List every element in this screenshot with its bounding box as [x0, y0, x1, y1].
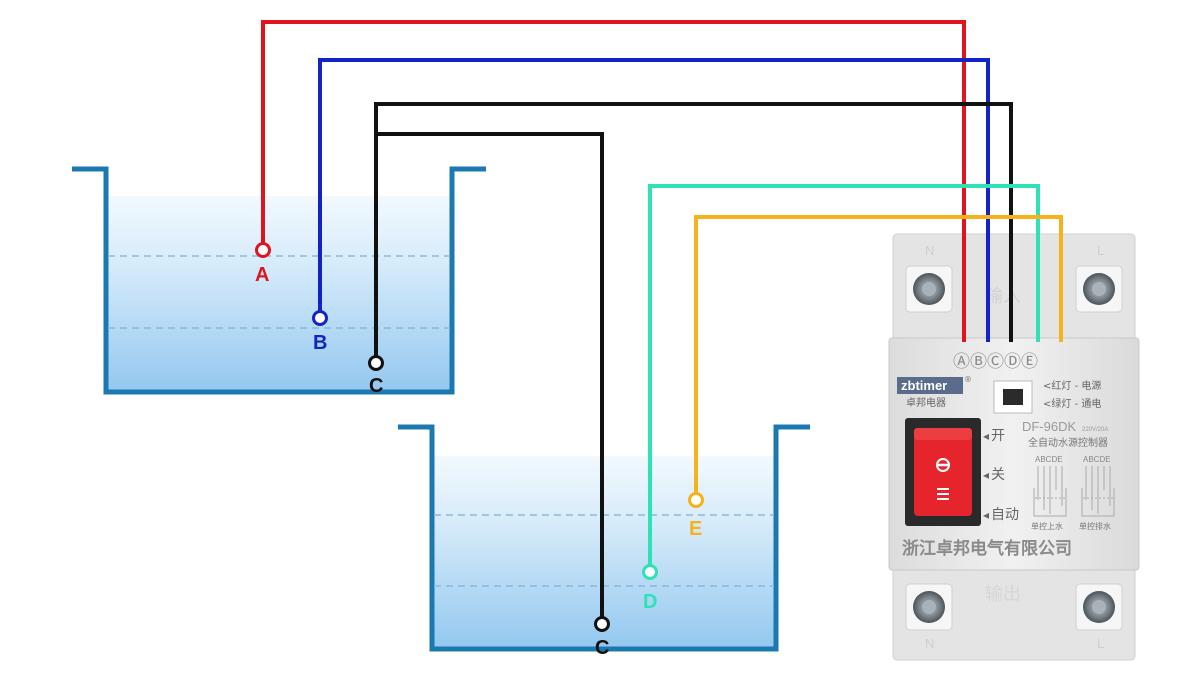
probe-c-upper-tip — [368, 355, 384, 371]
switch-label-on-arrow: ◂ — [983, 429, 989, 443]
switch-symbol-off — [936, 458, 950, 472]
controller-device: N L 输入 输出 N L ⒶⒷⒸⒹⒺ zbtim — [888, 233, 1140, 661]
rocker-switch[interactable] — [905, 418, 981, 526]
probe-b-label: B — [313, 332, 327, 354]
wire-d — [648, 184, 1040, 566]
probe-c-lower: C — [594, 616, 610, 659]
model-number: DF-96DK — [1022, 419, 1077, 434]
screw-bottom-right — [1075, 583, 1123, 631]
mode-fill-label: 单控上水 — [1031, 521, 1063, 531]
bottom-left-mark: N — [925, 636, 934, 651]
wire-c — [374, 102, 1013, 357]
wiring-diagram-fill — [1033, 466, 1067, 517]
brand-logo-box — [897, 377, 963, 394]
switch-label-auto: 自动 — [991, 507, 1019, 523]
probe-a-label: A — [255, 264, 269, 286]
brand-registered-mark: ® — [964, 375, 972, 384]
wiring-letters-left: ABCDE — [1035, 455, 1063, 464]
wiring-diagram-drain — [1081, 466, 1115, 517]
probe-e: E — [688, 492, 704, 540]
probe-a-tip — [255, 242, 271, 258]
indicator-led — [1003, 389, 1023, 405]
wires — [261, 20, 1063, 618]
screw-top-right — [1075, 265, 1123, 313]
mode-drain-label: 单控排水 — [1079, 521, 1111, 531]
wire-c-branch — [376, 132, 604, 618]
probe-c-upper: C — [368, 355, 384, 397]
probe-b-tip — [312, 310, 328, 326]
model-rating: 220V/20A — [1082, 427, 1108, 433]
lower-tank-wall — [398, 424, 810, 652]
switch-label-auto-arrow: ◂ — [983, 508, 989, 522]
bottom-right-mark: L — [1097, 636, 1104, 651]
probe-d: D — [642, 564, 658, 613]
brand-chinese: 卓邦电器 — [906, 396, 946, 409]
top-left-mark: N — [925, 243, 934, 258]
wire-b — [318, 58, 990, 342]
output-label: 输出 — [985, 584, 1021, 605]
probe-c-upper-label: C — [369, 375, 383, 397]
switch-label-on: 开 — [991, 428, 1005, 444]
screw-top-left — [905, 265, 953, 313]
upper-tank-water — [106, 196, 452, 392]
indicator-red-text: <红灯 - 电源 — [1043, 379, 1101, 392]
top-right-mark: L — [1097, 243, 1104, 258]
wire-e — [694, 215, 1063, 494]
wiring-letters-right: ABCDE — [1083, 455, 1111, 464]
probe-a: A — [255, 242, 271, 286]
probe-e-label: E — [689, 518, 702, 540]
probe-c-lower-label: C — [595, 637, 609, 659]
upper-tank — [72, 166, 486, 395]
input-label: 输入 — [985, 286, 1021, 307]
upper-tank-wall — [72, 166, 486, 395]
switch-label-off-arrow: ◂ — [983, 468, 989, 482]
screw-bottom-left — [905, 583, 953, 631]
wire-a — [261, 20, 966, 342]
indicator-green-text: <绿灯 - 通电 — [1043, 397, 1101, 410]
probe-e-tip — [688, 492, 704, 508]
switch-label-off: 关 — [991, 467, 1005, 483]
terminal-letters: ⒶⒷⒸⒹⒺ — [953, 352, 1038, 372]
probe-d-tip — [642, 564, 658, 580]
product-name: 全自动水源控制器 — [1028, 436, 1108, 449]
probe-b: B — [312, 310, 328, 354]
probe-c-lower-tip — [594, 616, 610, 632]
probe-d-label: D — [643, 591, 657, 613]
brand-logo: zbtimer — [901, 378, 947, 393]
company-name: 浙江卓邦电气有限公司 — [902, 538, 1072, 559]
